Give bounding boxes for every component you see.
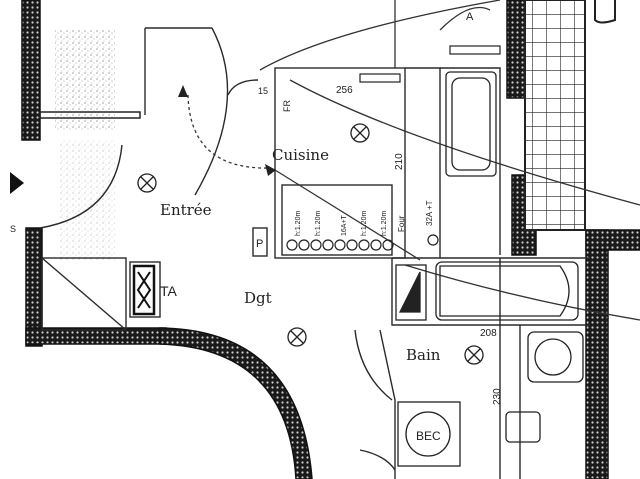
room-label-dgt: Dgt xyxy=(244,289,272,307)
wall-left-upper xyxy=(21,0,41,141)
noise-area-mid xyxy=(60,140,115,260)
toilet-icon xyxy=(505,411,541,443)
water-heater-box-icon xyxy=(397,401,461,467)
terrace-edge xyxy=(584,0,616,230)
tiled-terrace xyxy=(524,0,586,231)
label-circuit: 32A +T xyxy=(425,200,434,226)
wall-far-right-top xyxy=(585,229,640,251)
room-label-entree: Entrée xyxy=(160,201,212,219)
door-bath-swing xyxy=(354,329,393,401)
door-swings xyxy=(39,27,396,471)
dimension-210: 210 xyxy=(394,153,405,170)
label-four: Four xyxy=(397,215,406,232)
arrow-up xyxy=(178,85,188,97)
dimension-15: 15 xyxy=(258,86,268,96)
label-outlet-3: 16A+T xyxy=(341,214,348,236)
wall-far-right xyxy=(585,229,609,479)
label-outlet-5: h:1.20m xyxy=(381,211,388,236)
light-entree-icon xyxy=(137,173,157,193)
walls xyxy=(21,0,640,479)
bathtub-icon xyxy=(435,261,579,321)
label-ta: TA xyxy=(160,283,178,299)
bath-fixtures xyxy=(395,71,584,467)
label-fr: FR xyxy=(282,100,292,112)
kitchen-sink-icon xyxy=(445,71,497,177)
noise-area-top xyxy=(55,30,115,130)
interior-lines xyxy=(41,27,590,479)
label-s: S xyxy=(10,224,16,234)
label-outlet-2: h:1.20m xyxy=(315,211,322,236)
label-outlet-1: h:1.20m xyxy=(295,211,302,236)
electrical-lines xyxy=(187,0,640,321)
water-heater-icon xyxy=(405,411,451,457)
light-bain-icon xyxy=(464,345,484,365)
light-cuisine-icon xyxy=(350,123,370,143)
wash-basin-icon xyxy=(527,331,584,383)
kitchen-outlets xyxy=(286,234,439,251)
arrow-cuisine xyxy=(265,164,276,176)
dimension-256: 256 xyxy=(336,85,353,96)
ta-box-icon xyxy=(132,264,156,316)
door-entry-swing xyxy=(39,144,123,229)
door-wc-swing xyxy=(359,449,396,471)
label-outlet-4: h:1.20m xyxy=(361,211,368,236)
dimension-230: 230 xyxy=(492,388,503,405)
radiator-right-icon xyxy=(449,45,501,55)
ceiling-lights xyxy=(137,123,484,365)
label-p: P xyxy=(256,238,263,250)
door-entree-swing xyxy=(194,27,229,196)
door-kitchen-swing xyxy=(227,79,259,96)
label-a: A xyxy=(466,11,474,23)
wall-curved xyxy=(159,327,313,479)
room-label-bain: Bain xyxy=(406,346,441,364)
label-bec: BEC xyxy=(416,429,441,443)
wall-right-vertical xyxy=(506,0,526,99)
light-dgt-icon xyxy=(287,327,307,347)
dimension-208: 208 xyxy=(480,328,497,339)
room-label-cuisine: Cuisine xyxy=(272,146,329,164)
entry-arrow-icon xyxy=(10,172,24,194)
radiator-top-icon xyxy=(359,73,401,83)
